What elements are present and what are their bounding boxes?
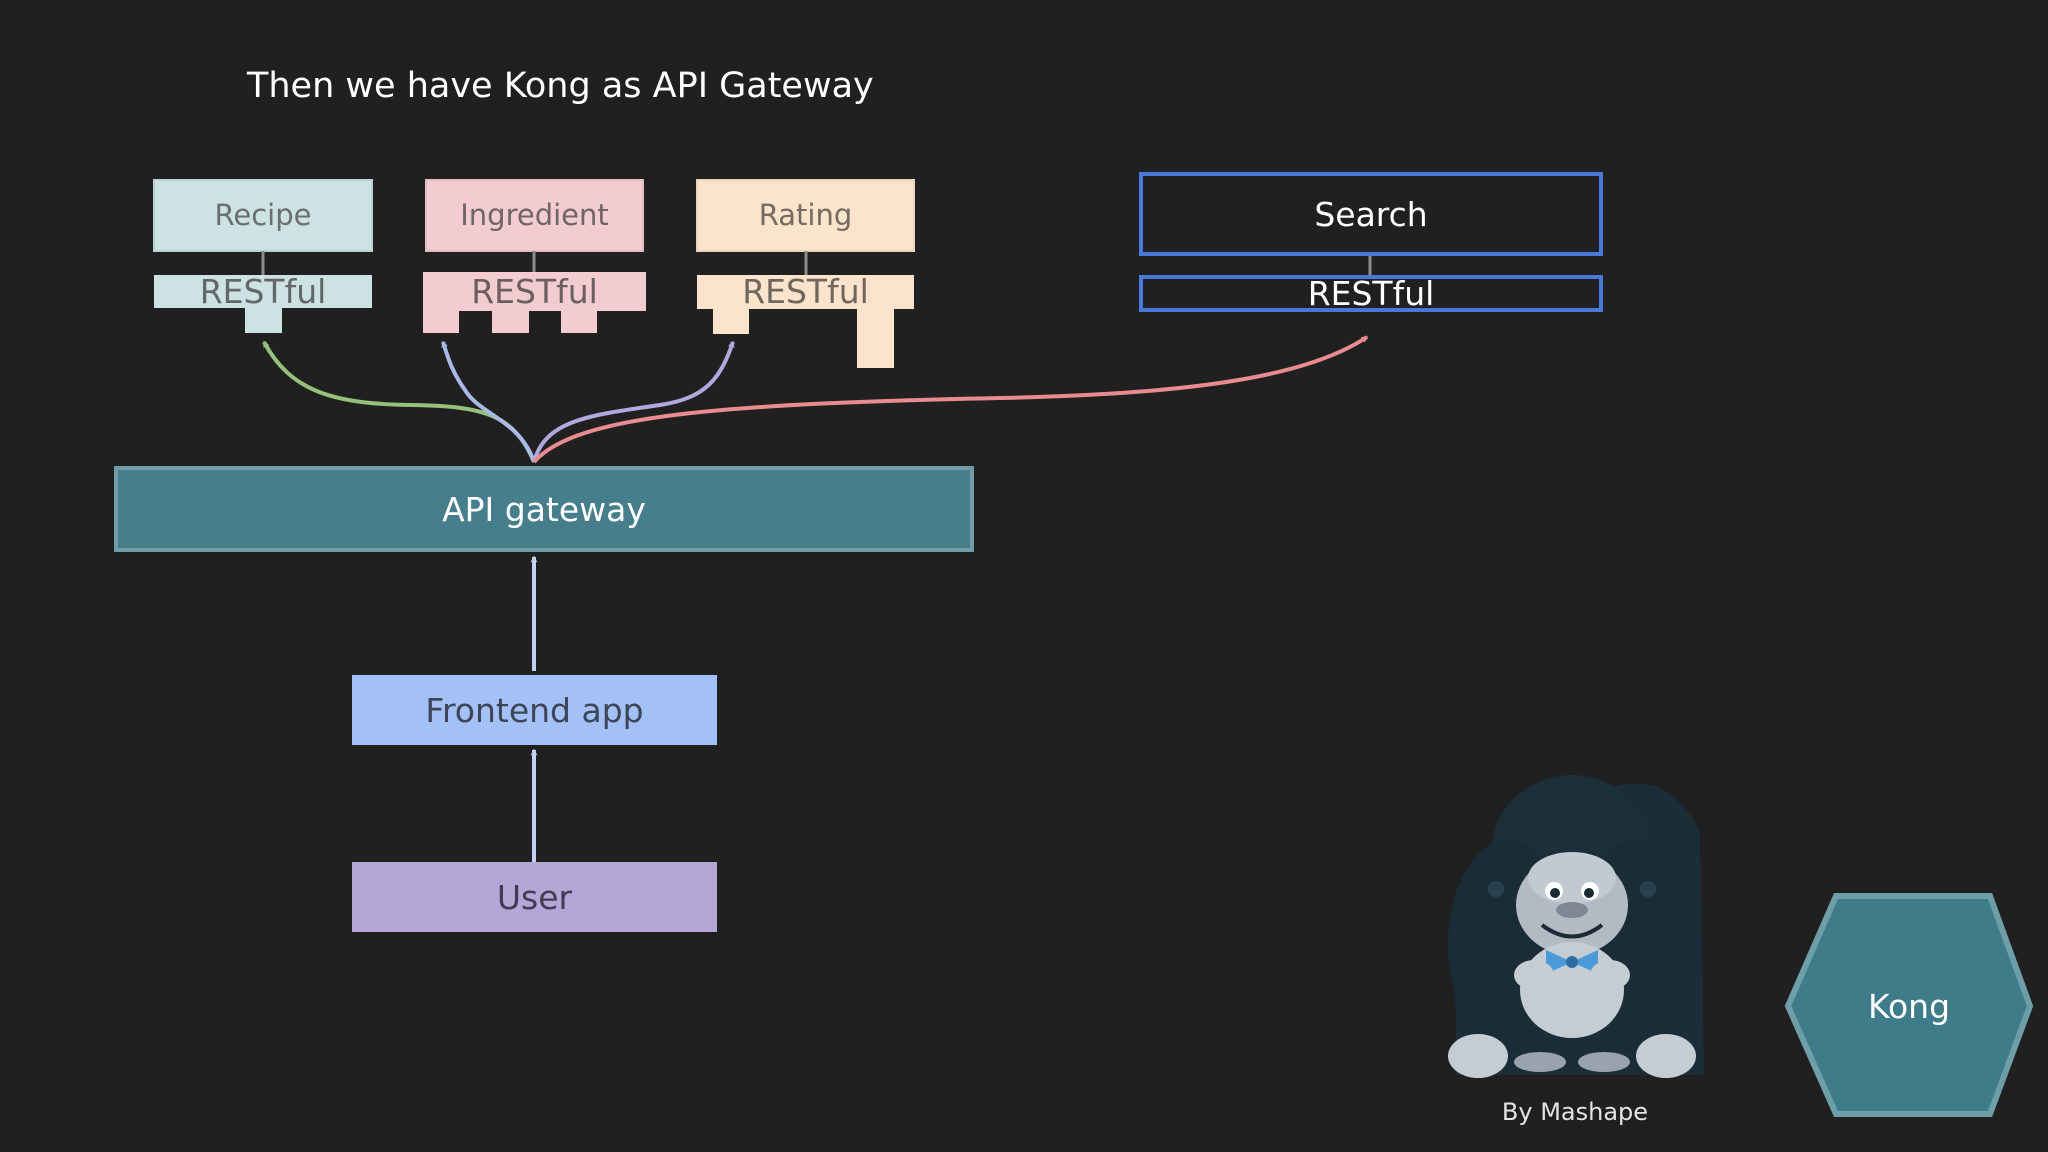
frontend-app-label: Frontend app	[425, 690, 644, 730]
ingredient-service	[423, 179, 646, 333]
rating-restful-label: RESTful	[742, 271, 869, 311]
frontend-app-box	[352, 675, 717, 745]
kong-label: Kong	[1867, 986, 1951, 1026]
ingredient-label: Ingredient	[460, 198, 609, 232]
search-restful-label: RESTful	[1307, 274, 1435, 313]
slide-title: Then we have Kong as API Gateway	[247, 66, 874, 106]
rating-restful-port	[713, 307, 749, 334]
arrow-gateway-to-recipe	[262, 340, 536, 463]
arrow-gateway-to-rating	[532, 340, 735, 463]
recipe-label: Recipe	[214, 198, 312, 232]
user-label: User	[496, 877, 573, 917]
api-gateway-label: API gateway	[442, 489, 646, 529]
recipe-restful-port	[245, 306, 282, 333]
ingredient-restful-port	[423, 309, 459, 333]
recipe-box	[153, 179, 373, 252]
recipe-service	[153, 179, 373, 333]
user-box	[352, 862, 717, 932]
search-label: Search	[1314, 194, 1428, 234]
search-box	[1139, 172, 1603, 256]
ingredient-restful-label: RESTful	[471, 271, 598, 311]
arrow-gateway-to-search	[532, 335, 1369, 464]
rating-restful-bar	[697, 275, 914, 309]
ingredient-restful-port	[561, 309, 597, 333]
ingredient-restful-bar	[423, 272, 646, 311]
rating-label: Rating	[758, 198, 853, 232]
rating-service	[696, 179, 915, 368]
mascot-caption: By Mashape	[1501, 1098, 1649, 1126]
kong-hexagon	[1784, 893, 2034, 1117]
rating-restful-port	[857, 307, 894, 368]
ingredient-box	[425, 179, 644, 252]
recipe-restful-label: RESTful	[199, 271, 327, 311]
arrow-gateway-to-ingredient	[441, 340, 536, 463]
gorilla-mascot-icon	[1448, 775, 1704, 1078]
api-gateway-box	[114, 466, 974, 552]
rating-box	[696, 179, 915, 252]
recipe-restful-bar	[154, 275, 372, 308]
search-restful-box	[1139, 275, 1603, 312]
search-service	[1139, 172, 1603, 312]
ingredient-restful-port	[492, 309, 529, 333]
